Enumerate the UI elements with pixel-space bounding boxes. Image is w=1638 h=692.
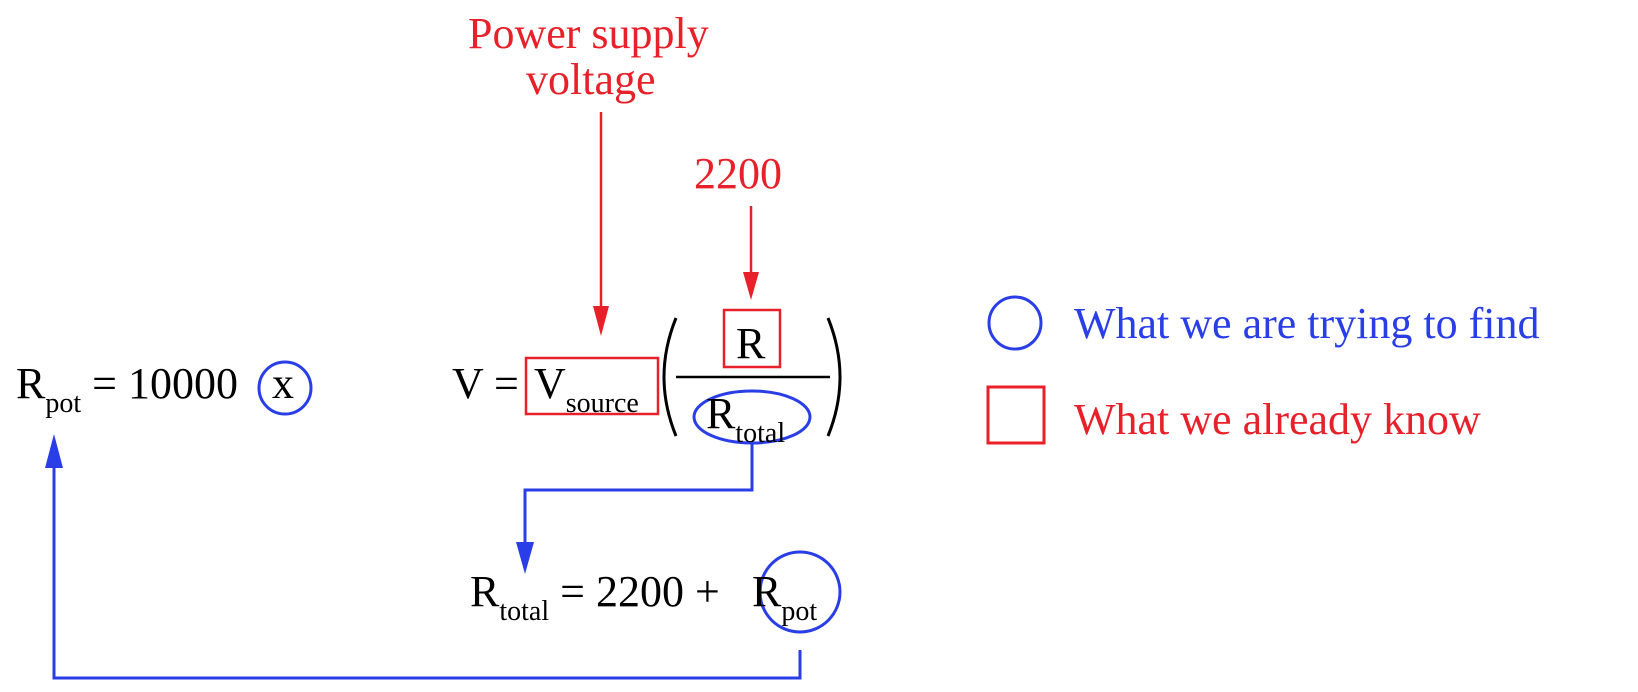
legend-circle-icon bbox=[987, 295, 1043, 351]
denominator-sub: total bbox=[735, 418, 786, 449]
denominator-base: R bbox=[706, 389, 736, 438]
denominator-rtotal: Rtotal bbox=[706, 389, 785, 448]
rpot-term: Rpot bbox=[752, 567, 817, 626]
rpot-sub: pot bbox=[45, 388, 82, 419]
vsource-sub: source bbox=[565, 388, 639, 419]
known-box-vsource bbox=[524, 356, 660, 416]
r-value-label: 2200 bbox=[694, 149, 782, 198]
rtotal-rhs: = 2200 + bbox=[560, 567, 720, 616]
rtotal-connector bbox=[523, 443, 754, 555]
rpot-equation: Rpot = 10000 bbox=[16, 359, 238, 418]
rtotal-sub: total bbox=[499, 596, 550, 627]
power-supply-arrowhead bbox=[593, 306, 609, 336]
power-supply-label-line1: Power supply bbox=[468, 9, 709, 58]
rtotal-base: R bbox=[470, 567, 500, 616]
unknown-x: x bbox=[272, 359, 294, 408]
vsource-term: Vsource bbox=[534, 359, 639, 418]
legend-square-icon bbox=[986, 385, 1046, 445]
r-value-arrowhead bbox=[743, 272, 759, 300]
left-paren bbox=[662, 317, 678, 437]
rtotal-connector-arrowhead bbox=[516, 542, 534, 574]
known-box-r bbox=[722, 308, 782, 369]
rtotal-equation: Rtotal = 2200 + bbox=[470, 567, 720, 626]
legend-unknown-label: What we are trying to find bbox=[1074, 299, 1540, 348]
legend-known-label: What we already know bbox=[1074, 395, 1481, 444]
rpot-term-base: R bbox=[752, 567, 782, 616]
rpot-base: R bbox=[16, 359, 46, 408]
numerator-r: R bbox=[736, 319, 766, 368]
unknown-circle-x bbox=[257, 360, 313, 416]
rpot-term-sub: pot bbox=[781, 596, 818, 627]
unknown-circle-rpot bbox=[758, 550, 842, 634]
rpot-connector bbox=[52, 455, 802, 680]
vsource-base: V bbox=[534, 359, 566, 408]
power-supply-label-line2: voltage bbox=[526, 55, 656, 104]
right-paren bbox=[826, 317, 842, 437]
rpot-connector-arrowhead bbox=[45, 434, 63, 468]
v-lhs: V = bbox=[452, 359, 519, 408]
rpot-rhs: = 10000 bbox=[92, 359, 238, 408]
